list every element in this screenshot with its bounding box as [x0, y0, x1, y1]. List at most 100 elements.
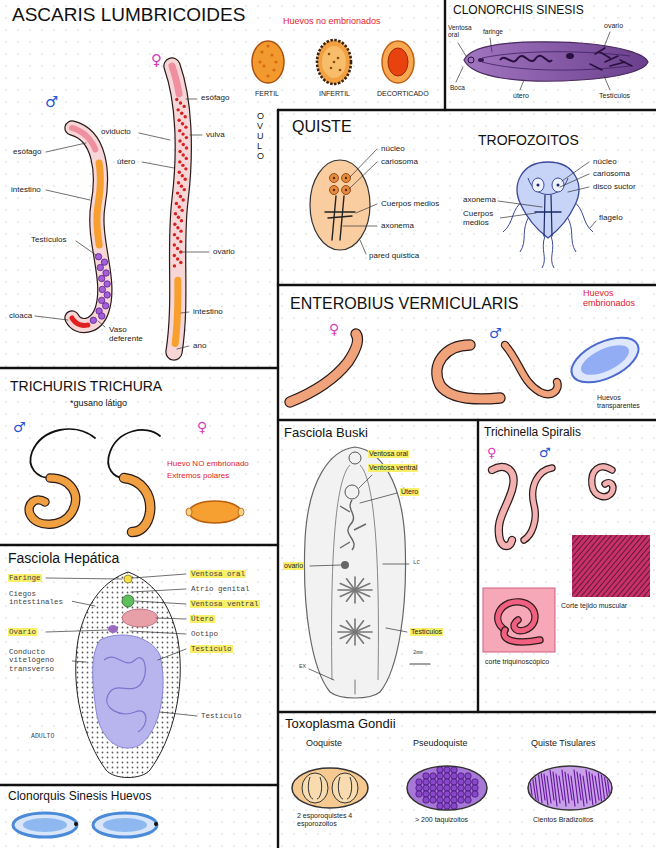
- egg-knob: [74, 822, 78, 826]
- sporocyst: [332, 773, 358, 803]
- part-label: Corte tejido muscular: [560, 602, 628, 610]
- ovary: [566, 53, 574, 59]
- egg-larva: [577, 339, 633, 381]
- part-label: útero: [512, 92, 530, 100]
- male-worm: [72, 128, 105, 326]
- part-label: Cuerpos medios: [462, 210, 500, 228]
- flagellum: [551, 236, 554, 268]
- part-label: Ovario: [8, 628, 37, 636]
- cloaca: [72, 318, 88, 325]
- uterus-egg: [181, 122, 184, 125]
- part-label: flagelo: [598, 214, 624, 223]
- testis: [97, 264, 103, 270]
- uterus-egg: [178, 129, 181, 132]
- sex-symbol: ♂: [12, 420, 27, 436]
- uterus-egg: [184, 125, 187, 128]
- part-label: Faringe: [8, 574, 42, 582]
- tachyzoite: [444, 803, 450, 809]
- egg-granule: [272, 68, 275, 71]
- nucleus: [330, 186, 339, 195]
- sex-symbol: ♀: [196, 420, 208, 436]
- tachyzoite: [444, 797, 450, 803]
- uterus-egg: [178, 139, 181, 142]
- tachyzoite: [423, 773, 429, 779]
- uterus-egg: [177, 119, 180, 122]
- panel-divider: [277, 110, 279, 848]
- tachyzoite: [416, 791, 422, 797]
- male-worm: [72, 128, 105, 326]
- oral-sucker: [468, 57, 474, 63]
- part-label: ADULTO: [30, 733, 55, 740]
- testis-branch: [340, 590, 355, 597]
- uterus-egg: [185, 157, 188, 160]
- leader-line: [309, 669, 334, 680]
- leader-line: [568, 187, 589, 192]
- uterus-egg: [184, 178, 187, 181]
- leader-line: [156, 618, 186, 619]
- uterus-egg: [176, 191, 179, 194]
- tachyzoite: [458, 779, 464, 785]
- panel-heading: Toxoplasma Gondii: [285, 717, 396, 732]
- egg-note: Huevos no embrionados: [282, 16, 382, 26]
- testis: [104, 281, 110, 287]
- uterus-egg: [182, 198, 185, 201]
- intestine: [97, 163, 100, 245]
- scale-bar: [410, 663, 430, 664]
- testis: [95, 254, 101, 260]
- part-label: esófago: [12, 148, 42, 157]
- egg-note: Huevos embrionados: [582, 288, 646, 308]
- testes: [93, 635, 163, 748]
- uterus-egg: [178, 150, 181, 153]
- intestinal-cecum: [482, 62, 630, 70]
- trichinoscopy-section: [483, 588, 555, 652]
- sex-symbol: ♀: [486, 446, 498, 461]
- uterus-egg: [173, 254, 176, 257]
- leader-line: [520, 80, 524, 90]
- part-label: Ootipo: [190, 630, 219, 638]
- testis-branches: [104, 657, 146, 732]
- uterus-egg: [184, 167, 187, 170]
- part-label: EX: [298, 664, 307, 671]
- female-worm: [172, 66, 183, 352]
- tachyzoite: [430, 797, 436, 803]
- leader-line: [130, 631, 186, 634]
- egg-granule: [328, 53, 331, 56]
- female-pinworm: [290, 334, 358, 402]
- panel-divider: [278, 284, 656, 286]
- leader-line: [456, 67, 463, 82]
- part-label: vulva: [205, 131, 226, 140]
- tachyzoite: [451, 797, 457, 803]
- part-label: DECORTICADO: [376, 90, 430, 98]
- uterus-egg: [181, 153, 184, 156]
- egg-note: Extremos polares: [166, 472, 230, 481]
- tachyzoite: [458, 785, 464, 791]
- esophagus: [72, 128, 95, 149]
- panel-heading: ENTEROBIUS VERMICULARIS: [290, 295, 518, 313]
- sex-symbol: ♀: [150, 52, 163, 69]
- leader-line: [498, 201, 542, 207]
- uterus-egg: [178, 160, 181, 163]
- egg-content: [23, 818, 67, 832]
- karyosome: [333, 189, 335, 191]
- uterus-egg: [181, 132, 184, 135]
- pinworm-egg: [565, 328, 645, 391]
- tachyzoite: [423, 797, 429, 803]
- leader-line: [142, 162, 174, 168]
- leader-line: [181, 312, 189, 313]
- clonorchis-egg: [93, 813, 157, 837]
- leader-line: [386, 628, 407, 632]
- coiled-larva: [592, 467, 613, 497]
- tachyzoite: [472, 779, 478, 785]
- leader-line: [500, 213, 536, 218]
- uterus-egg: [177, 181, 180, 184]
- part-label: Conducto vitelógeno transverso: [8, 648, 72, 673]
- tachyzoite: [437, 803, 443, 809]
- ovary: [341, 561, 349, 569]
- uterus-egg: [180, 219, 183, 222]
- part-label: Útero: [400, 488, 419, 496]
- part-label: OVULO: [256, 112, 267, 161]
- tachyzoite: [451, 767, 457, 773]
- leader-line: [46, 630, 108, 632]
- leader-line: [186, 99, 197, 100]
